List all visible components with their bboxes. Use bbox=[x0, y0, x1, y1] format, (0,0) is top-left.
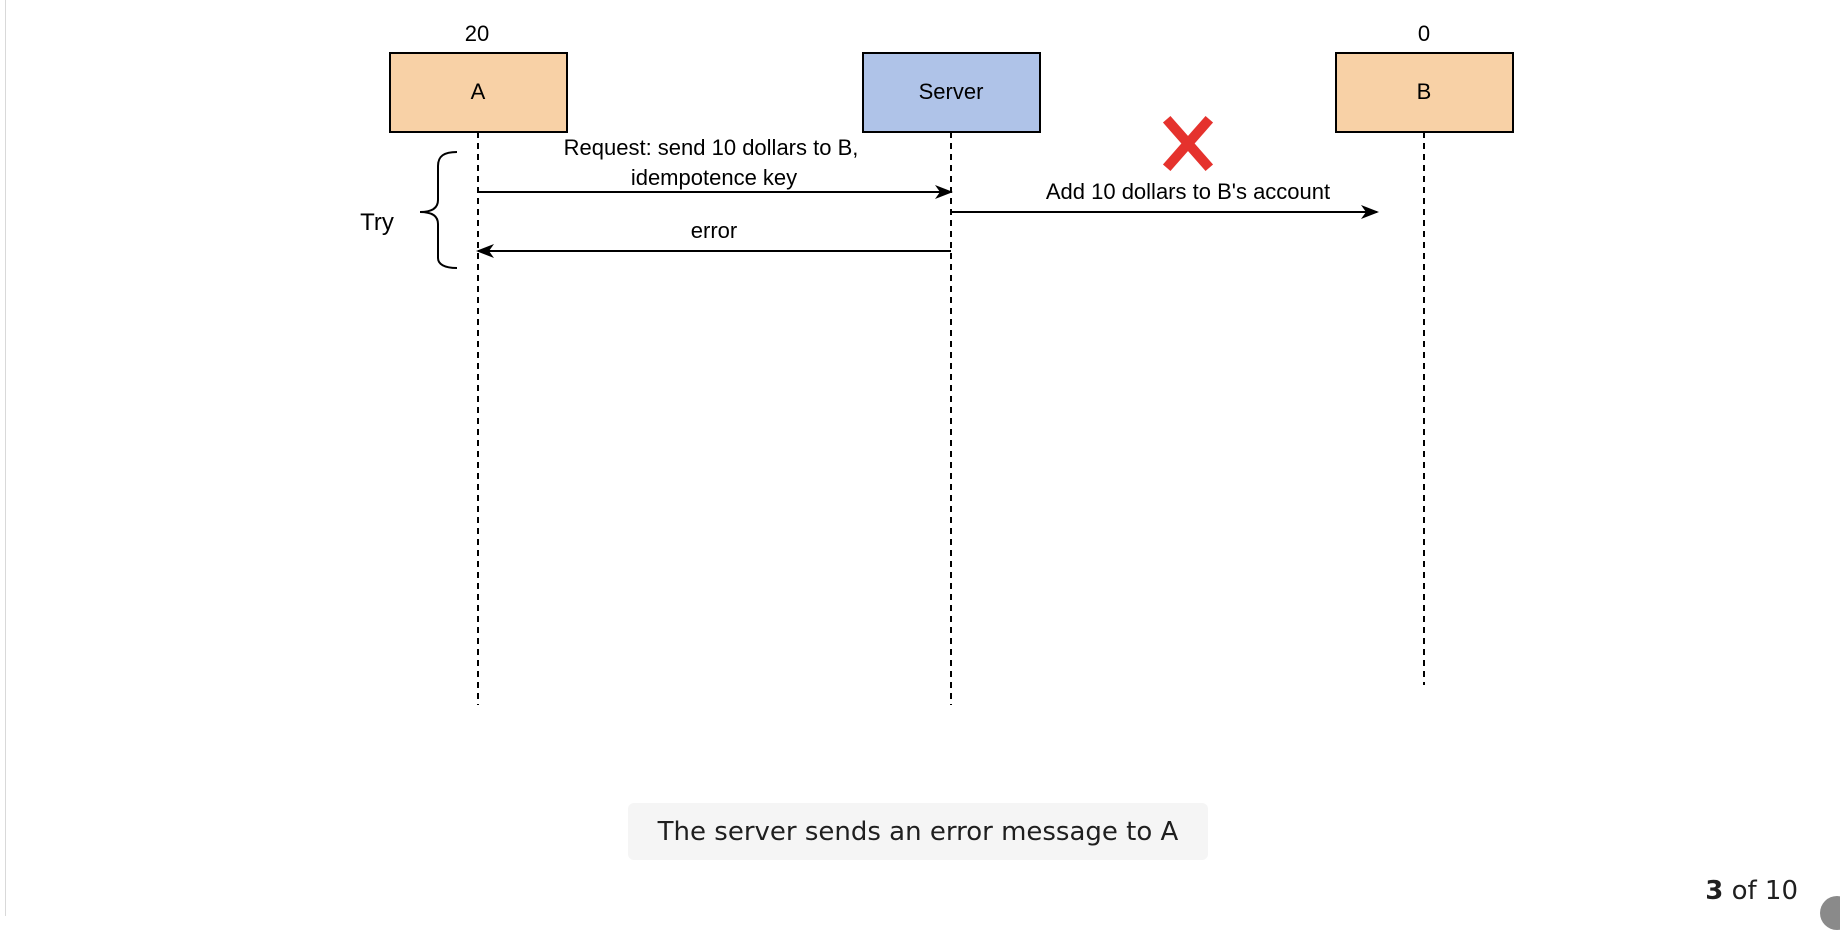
participant-b-box bbox=[1335, 52, 1514, 133]
step-caption: The server sends an error message to A bbox=[628, 803, 1208, 860]
sequence-diagram: 20 0 A Server B Request: send 10 dollars… bbox=[360, 21, 1514, 705]
balance-b: 0 bbox=[1418, 21, 1430, 46]
participant-a: A bbox=[389, 52, 568, 133]
participant-server-label: Server bbox=[919, 79, 984, 104]
participant-server: Server bbox=[862, 52, 1041, 133]
failure-x-icon bbox=[1162, 115, 1214, 172]
participant-a-label: A bbox=[471, 79, 486, 104]
participant-a-box bbox=[389, 52, 568, 133]
participant-b: B bbox=[1335, 52, 1514, 133]
try-label: Try bbox=[360, 209, 394, 236]
error-label: error bbox=[691, 218, 737, 243]
pager-total: 10 bbox=[1764, 876, 1798, 906]
help-icon[interactable] bbox=[1820, 896, 1840, 930]
participant-server-box bbox=[862, 52, 1041, 133]
request-label-line1: Request: send 10 dollars to B, bbox=[564, 135, 859, 160]
pager-current: 3 bbox=[1705, 876, 1724, 906]
slide-frame bbox=[5, 0, 1840, 916]
balance-a: 20 bbox=[465, 21, 489, 46]
request-label-line2: idempotence key bbox=[631, 165, 797, 190]
try-bracket bbox=[419, 151, 458, 269]
participant-b-label: B bbox=[1417, 79, 1432, 104]
pager-separator: of bbox=[1731, 876, 1757, 906]
slide-pager: 3 of 10 bbox=[1705, 876, 1798, 906]
add-label: Add 10 dollars to B's account bbox=[1046, 179, 1330, 204]
